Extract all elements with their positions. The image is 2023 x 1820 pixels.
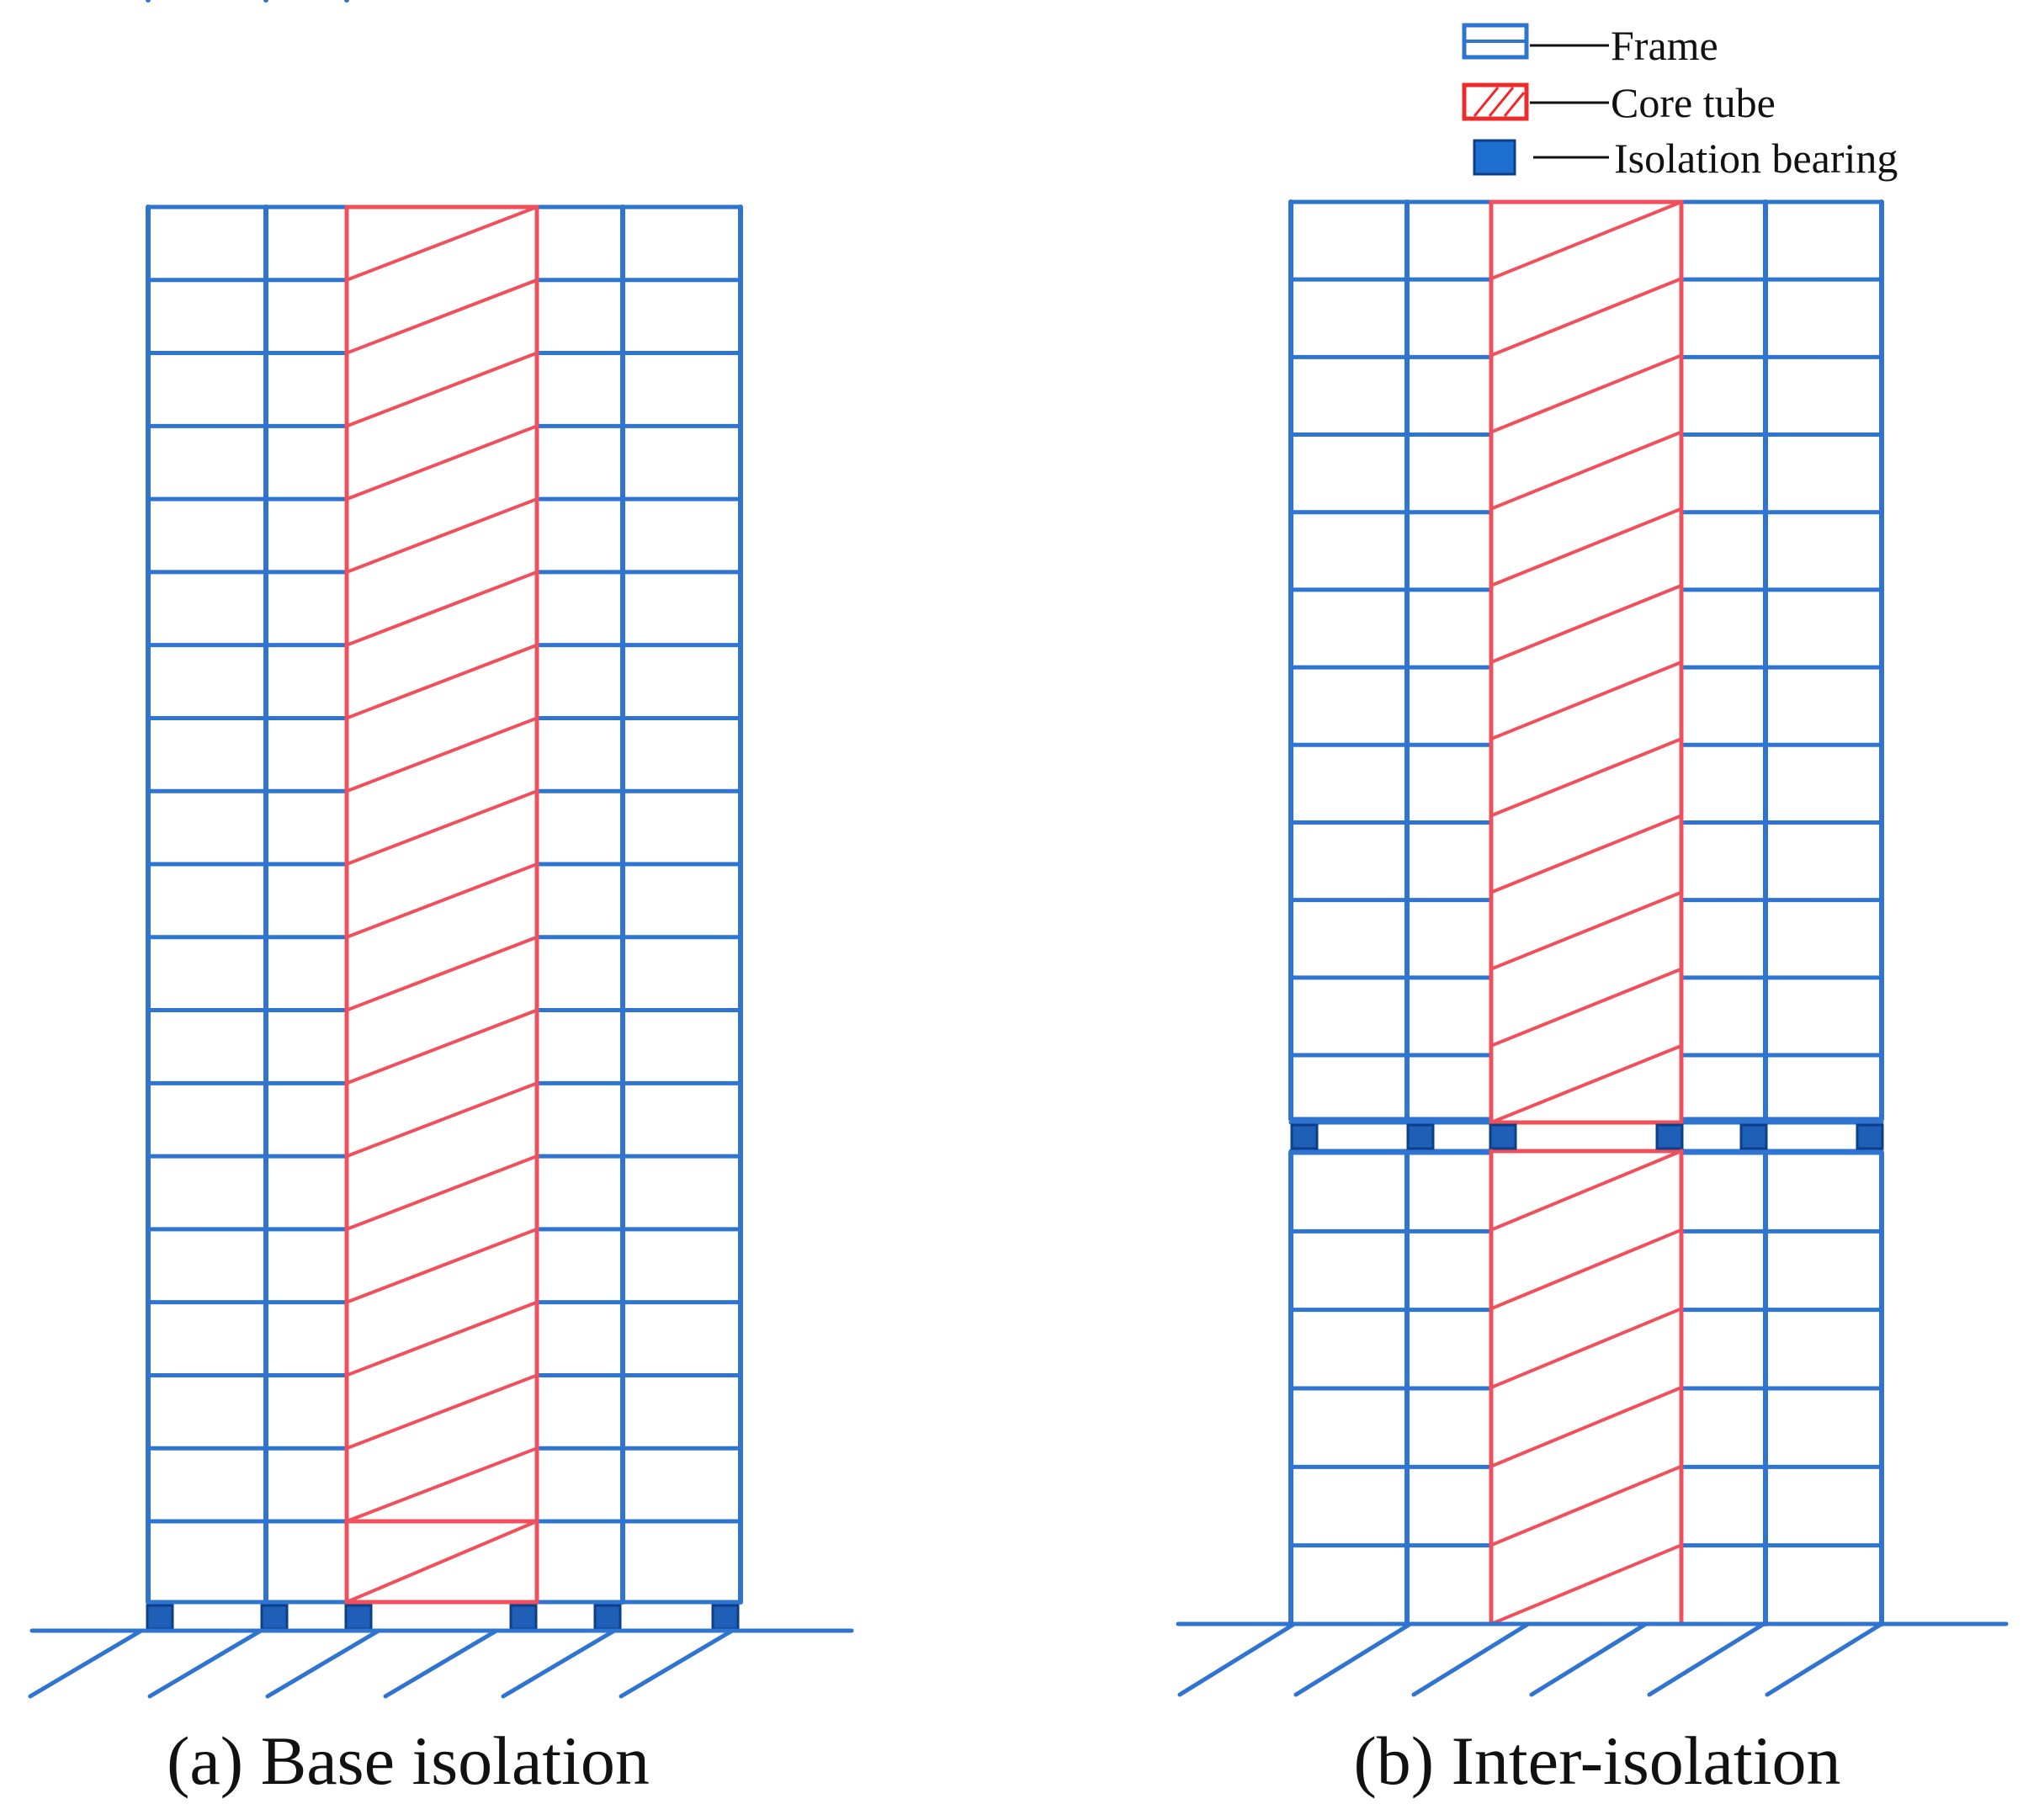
- ground-hatch-icon: [28, 1628, 854, 1699]
- core-tube-hatch: [345, 716, 539, 793]
- isolation-bearing: [1739, 1123, 1768, 1150]
- core-tube-hatch: [345, 278, 539, 355]
- core-tube-hatch: [345, 570, 539, 647]
- isolation-bearing: [260, 1604, 289, 1631]
- core-tube-hatch: [345, 1446, 539, 1523]
- core-tube-hatch: [345, 424, 539, 501]
- core-tube-hatch: [1489, 1307, 1683, 1389]
- core-tube-hatch: [345, 1520, 539, 1604]
- core-tube-hatch: [1489, 890, 1683, 971]
- isolation-bearing: [344, 1604, 373, 1631]
- core-tube-hatch: [345, 1227, 539, 1304]
- core-tube-hatch: [345, 643, 539, 720]
- legend-label-frame: Frame: [1611, 22, 1718, 69]
- ground-hatch-icon: [1176, 1621, 2009, 1697]
- isolation-bearing: [1406, 1123, 1435, 1150]
- core-tube-hatch: [345, 205, 539, 282]
- ground-hatch: [619, 1628, 735, 1699]
- core-tube-hatch: [1489, 200, 1683, 281]
- ground-hatch: [1293, 1621, 1413, 1697]
- caption-inter-isolation: (b) Inter-isolation: [1353, 1722, 1840, 1799]
- core-tube-hatch: [1489, 814, 1683, 894]
- ground-hatch: [1529, 1621, 1649, 1697]
- panel-base-isolation: [28, 0, 854, 1699]
- core-tube-hatch: [1489, 737, 1683, 818]
- isolation-bearing: [1290, 1123, 1319, 1150]
- legend-bearing: Isolation bearing: [1473, 135, 1898, 182]
- ground-hatch: [1765, 1621, 1884, 1697]
- ground-hatch: [1411, 1621, 1531, 1697]
- core-tube-hatch: [1489, 1386, 1683, 1468]
- legend: Frame Core tube Isolation bearing: [1462, 22, 1898, 182]
- panel-inter-isolation: [1176, 199, 2009, 1697]
- ground-hatch: [1647, 1621, 1766, 1697]
- core-tube-hatch: [1489, 967, 1683, 1048]
- core-tube-hatch: [345, 935, 539, 1012]
- isolation-bearing-icon: [1473, 139, 1516, 176]
- isolation-bearing: [146, 1604, 174, 1631]
- core-tube-hatch: [1489, 507, 1683, 587]
- core-tube-hatch: [1489, 1228, 1683, 1311]
- isolation-bearing: [1655, 1123, 1684, 1150]
- core-tube-hatch: [1489, 583, 1683, 664]
- core-tube-hatch: [345, 1373, 539, 1451]
- ground-hatch: [1177, 1621, 1297, 1697]
- core-tube-hatch: [345, 351, 539, 428]
- core-tube-hatch: [1489, 430, 1683, 511]
- legend-core: Core tube: [1462, 79, 1776, 126]
- core-tube-legend-icon: [1462, 82, 1529, 121]
- core-tube-hatch: [1489, 1043, 1683, 1124]
- ground-hatch: [265, 1628, 381, 1699]
- isolation-bearing: [711, 1604, 740, 1631]
- ground-hatch: [501, 1628, 617, 1699]
- ground-hatch: [147, 1628, 263, 1699]
- frame-legend-icon: [1462, 23, 1529, 60]
- core-tube-hatch: [345, 497, 539, 574]
- core-tube-hatch: [1489, 1149, 1683, 1232]
- core-tube-hatch: [1489, 661, 1683, 741]
- isolation-bearing: [509, 1604, 538, 1631]
- core-tube-hatch: [345, 1154, 539, 1231]
- core-tube-hatch: [345, 862, 539, 939]
- core-tube-hatch: [345, 1300, 539, 1377]
- core-tube-hatch: [1489, 1543, 1683, 1626]
- isolation-bearing: [593, 1604, 622, 1631]
- legend-label-isolation-bearing: Isolation bearing: [1614, 135, 1898, 182]
- ground-hatch: [28, 1628, 144, 1699]
- isolation-bearing: [1489, 1123, 1517, 1150]
- isolation-bearing: [1856, 1123, 1884, 1150]
- core-tube-hatch: [345, 789, 539, 866]
- core-tube-hatch: [345, 1081, 539, 1159]
- core-tube-hatch: [1489, 277, 1683, 358]
- core-tube-hatch: [1489, 353, 1683, 434]
- core-tube-hatch: [345, 1008, 539, 1085]
- core-tube-hatch: [1489, 1464, 1683, 1547]
- legend-frame: Frame: [1462, 22, 1718, 69]
- ground-hatch: [383, 1628, 499, 1699]
- caption-base-isolation: (a) Base isolation: [167, 1722, 650, 1799]
- legend-label-core-tube: Core tube: [1611, 79, 1776, 126]
